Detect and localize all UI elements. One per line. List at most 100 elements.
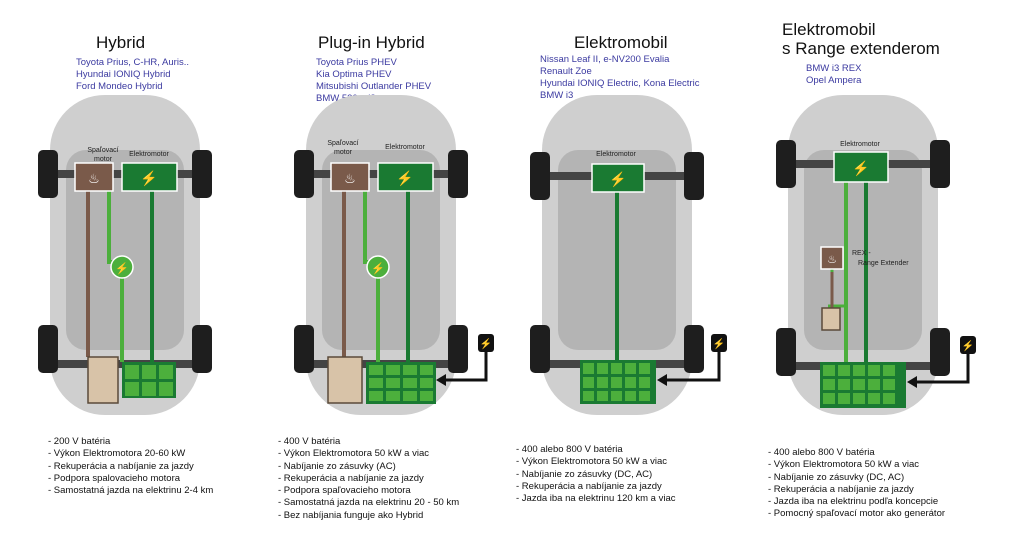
spec-item: - Bez nabíjania funguje ako Hybrid xyxy=(278,509,424,521)
hybrid-drivetrain-diagram: ♨ ⚡ ⚡ Spaľovací motor Elektromotor xyxy=(38,95,212,415)
tire xyxy=(930,140,950,188)
column-range-extender: Elektromobil s Range extenderom BMW i3 R… xyxy=(768,0,1024,549)
electric-label: Elektromotor xyxy=(840,141,880,148)
combustion-engine xyxy=(330,162,370,192)
spec-item: - Výkon Elektromotora 50 kW a viac xyxy=(768,459,919,471)
tire xyxy=(530,152,550,200)
charging-arrow xyxy=(657,374,667,386)
tire xyxy=(684,152,704,200)
column-title: Elektromobil xyxy=(782,20,876,39)
model-item: Kia Optima PHEV xyxy=(316,69,392,80)
rex-label: Range Extender xyxy=(858,260,909,267)
spec-item: - Samostatná jazda na elektrinu 2-4 km xyxy=(48,485,214,497)
tire xyxy=(776,140,796,188)
electric-label: Elektromotor xyxy=(129,151,169,158)
lightning-icon: ⚡ xyxy=(371,262,385,275)
charging-arrow xyxy=(907,376,917,388)
model-item: Opel Ampera xyxy=(806,75,862,86)
model-item: Hyundai IONIQ Electric, Kona Electric xyxy=(540,78,700,89)
lightning-icon: ⚡ xyxy=(609,171,626,188)
tire xyxy=(192,150,212,198)
flame-icon: ♨ xyxy=(344,171,356,186)
model-item: Hyundai IONIQ Hybrid xyxy=(76,69,171,80)
combustion-engine xyxy=(74,162,114,192)
column-title: Plug-in Hybrid xyxy=(318,33,425,52)
car-roof xyxy=(322,150,440,350)
battery-cells xyxy=(125,365,173,396)
charging-arrow xyxy=(436,374,446,386)
spec-item: - Pomocný spaľovací motor ako generátor xyxy=(768,508,946,520)
charging-plug-icon xyxy=(960,336,976,354)
charging-plug-icon xyxy=(478,334,494,352)
electric-motor xyxy=(833,151,889,183)
spec-item: - Podpora spaľovacieho motora xyxy=(278,485,411,497)
spec-list: - 400 V batéria - Výkon Elektromotora 50… xyxy=(278,436,459,522)
tire xyxy=(448,325,468,373)
tire xyxy=(684,325,704,373)
model-item: BMW i3 REX xyxy=(806,63,862,74)
spec-item: - Jazda iba na elektrinu podľa koncepcie xyxy=(768,496,939,508)
charging-cable xyxy=(662,350,721,382)
model-list: Nissan Leaf II, e-NV200 Evalia Renault Z… xyxy=(540,54,699,102)
model-list: Toyota Prius, C-HR, Auris.. Hyundai IONI… xyxy=(76,57,189,93)
spec-item: - Nabíjanie zo zásuvky (DC, AC) xyxy=(768,471,905,483)
flame-icon: ♨ xyxy=(88,171,100,186)
generator xyxy=(110,255,134,279)
spec-item: - Výkon Elektromotora 20-60 kW xyxy=(48,448,186,460)
spec-list: - 400 alebo 800 V batéria - Výkon Elektr… xyxy=(516,444,675,505)
lightning-icon: ⚡ xyxy=(852,160,869,177)
column-hybrid: Hybrid Toyota Prius, C-HR, Auris.. Hyund… xyxy=(0,0,256,549)
combustion-label: Spaľovací xyxy=(327,140,358,147)
spec-item: - 400 alebo 800 V batéria xyxy=(516,444,623,455)
model-item: Mitsubishi Outlander PHEV xyxy=(316,81,432,92)
electric-drivetrain-diagram: ⚡ ⚡ Elektromotor xyxy=(530,95,727,415)
tire xyxy=(38,325,58,373)
model-item: Ford Mondeo Hybrid xyxy=(76,81,163,92)
generator xyxy=(366,255,390,279)
model-item: Renault Zoe xyxy=(540,66,592,77)
range-extender-drivetrain-diagram: ⚡ ♨ ⚡ Elektromotor REX - Range Extender xyxy=(776,95,976,415)
tire xyxy=(930,328,950,376)
tire xyxy=(776,328,796,376)
spec-item: - Jazda iba na elektrinu 120 km a viac xyxy=(516,493,676,505)
charging-cable xyxy=(441,350,488,382)
lightning-icon: ⚡ xyxy=(480,337,492,350)
fuel-tank xyxy=(821,307,841,331)
model-item: Toyota Prius, C-HR, Auris.. xyxy=(76,57,189,68)
column-plug-in-hybrid: Plug-in Hybrid Toyota Prius PHEV Kia Opt… xyxy=(256,0,512,549)
model-list: BMW i3 REX Opel Ampera xyxy=(806,63,861,87)
tire xyxy=(448,150,468,198)
tire xyxy=(192,325,212,373)
combustion-label: motor xyxy=(334,149,353,156)
lightning-icon: ⚡ xyxy=(962,339,974,352)
spec-item: - Výkon Elektromotora 50 kW a viac xyxy=(278,448,429,460)
model-item: Nissan Leaf II, e-NV200 Evalia xyxy=(540,54,670,65)
flame-icon: ♨ xyxy=(827,254,837,266)
car-roof xyxy=(66,150,184,350)
spec-list: - 400 alebo 800 V batéria - Výkon Elektr… xyxy=(768,447,945,521)
model-item: BMW i3 xyxy=(540,90,574,101)
spec-item: - Podpora spalovacieho motora xyxy=(48,472,181,484)
electric-motor xyxy=(377,162,434,192)
tire xyxy=(294,325,314,373)
spec-item: - Rekuperácia a nabíjanie za jazdy xyxy=(768,483,914,495)
electric-motor xyxy=(121,162,178,192)
lightning-icon: ⚡ xyxy=(396,170,413,187)
tire xyxy=(530,325,550,373)
battery-cells xyxy=(369,365,433,401)
range-extender-engine xyxy=(820,246,844,270)
plug-in-hybrid-drivetrain-diagram: ♨ ⚡ ⚡ ⚡ Spaľovací motor Elektromotor xyxy=(294,95,494,415)
fuel-tank xyxy=(327,356,363,404)
battery-cells xyxy=(583,363,650,401)
tire xyxy=(38,150,58,198)
spec-item: - Rekuperácia a nabíjanie za jazdy xyxy=(278,472,424,484)
combustion-label: motor xyxy=(94,156,113,163)
model-item: Toyota Prius PHEV xyxy=(316,57,397,68)
spec-item: - Výkon Elektromotora 50 kW a viac xyxy=(516,456,667,468)
electric-label: Elektromotor xyxy=(385,144,425,151)
spec-item: - Rekuperácia a nabíjanie za jazdy xyxy=(516,480,662,492)
lightning-icon: ⚡ xyxy=(713,337,725,350)
spec-item: - Rekuperácia a nabíjanie za jazdy xyxy=(48,460,194,472)
tire xyxy=(294,150,314,198)
column-title: Hybrid xyxy=(96,33,146,52)
